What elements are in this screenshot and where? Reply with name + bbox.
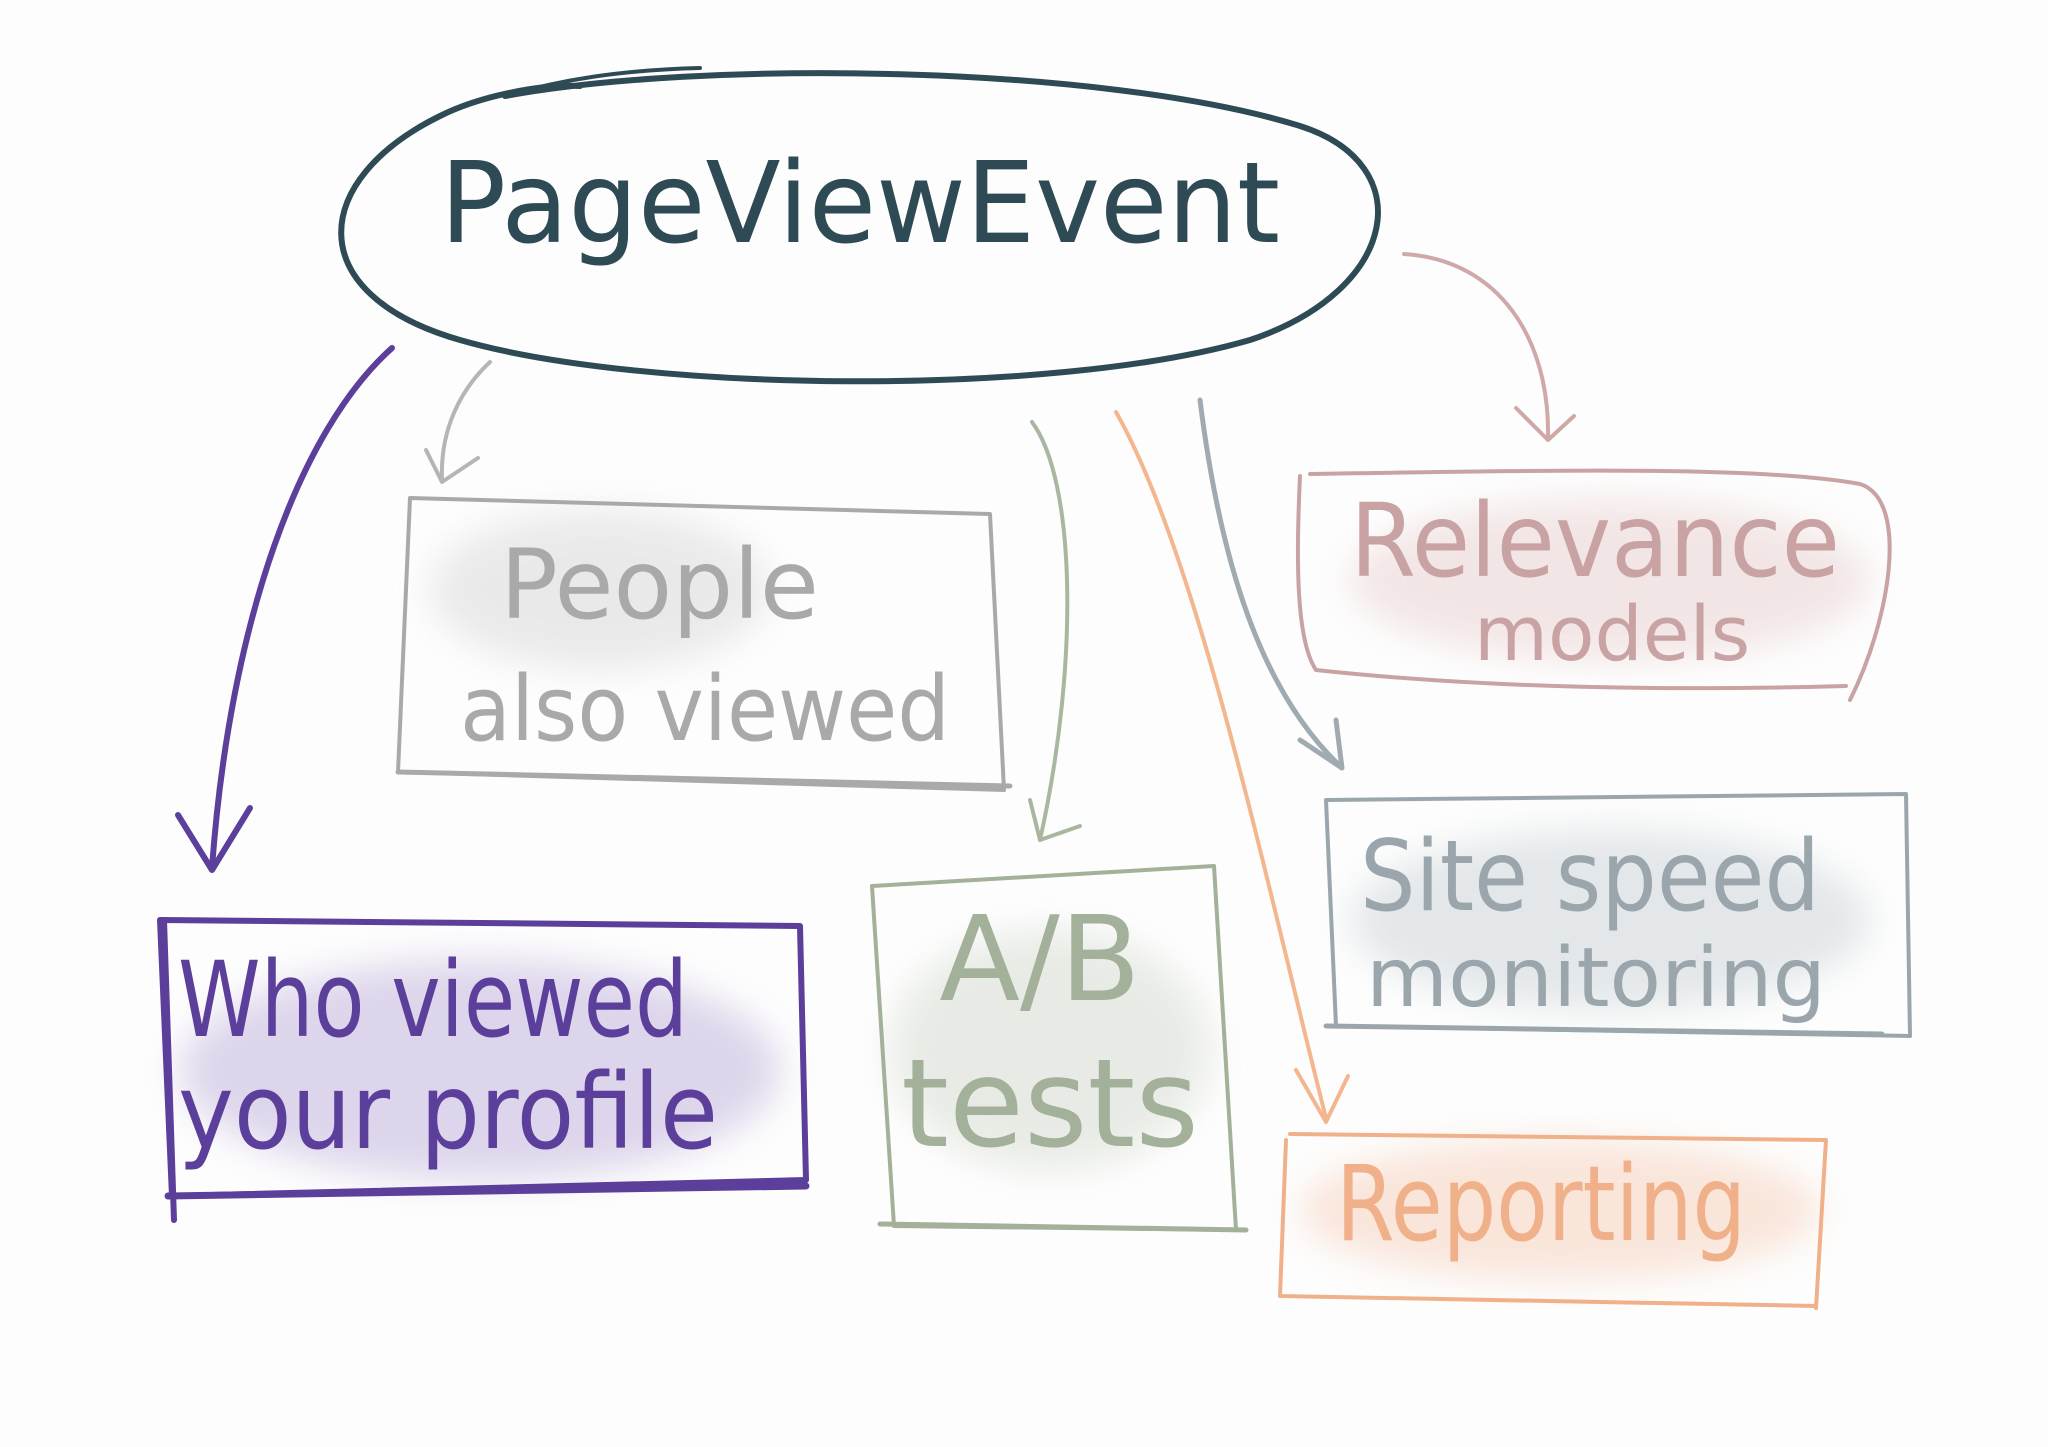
node-site-speed: Site speed monitoring [1323, 792, 1912, 1038]
site-speed-line-2: monitoring [1366, 931, 1826, 1026]
who-viewed-line-2: your profile [178, 1051, 718, 1173]
reporting-label: Reporting [1336, 1143, 1746, 1265]
ab-tests-line-1: A/B [939, 890, 1140, 1028]
people-also-viewed-line-1: People [500, 529, 819, 641]
arrow-to-site-speed [1197, 397, 1345, 771]
node-reporting: Reporting [1278, 1132, 1828, 1310]
arrow-to-relevance [1402, 252, 1576, 442]
relevance-models-line-1: Relevance [1350, 482, 1840, 601]
node-ab-tests: A/B tests [870, 864, 1249, 1233]
node-relevance-models: Relevance models [1295, 468, 1892, 702]
relevance-models-line-2: models [1474, 589, 1750, 678]
ab-tests-line-2: tests [901, 1033, 1199, 1175]
root-label: PageViewEvent [440, 139, 1280, 269]
people-also-viewed-line-2: also viewed [460, 657, 950, 762]
node-people-also-viewed: People also viewed [395, 496, 1013, 792]
node-who-viewed: Who viewed your profile [157, 917, 810, 1223]
who-viewed-line-1: Who viewed [178, 939, 688, 1061]
arrow-group [175, 252, 1576, 1124]
arrow-to-ab-tests [1028, 420, 1082, 842]
arrow-to-people-also-viewed [424, 360, 492, 484]
site-speed-line-1: Site speed [1360, 820, 1820, 934]
arrow-to-who-viewed [175, 345, 395, 873]
arrow-to-reporting [1114, 410, 1350, 1124]
root-node: PageViewEvent [338, 66, 1381, 385]
